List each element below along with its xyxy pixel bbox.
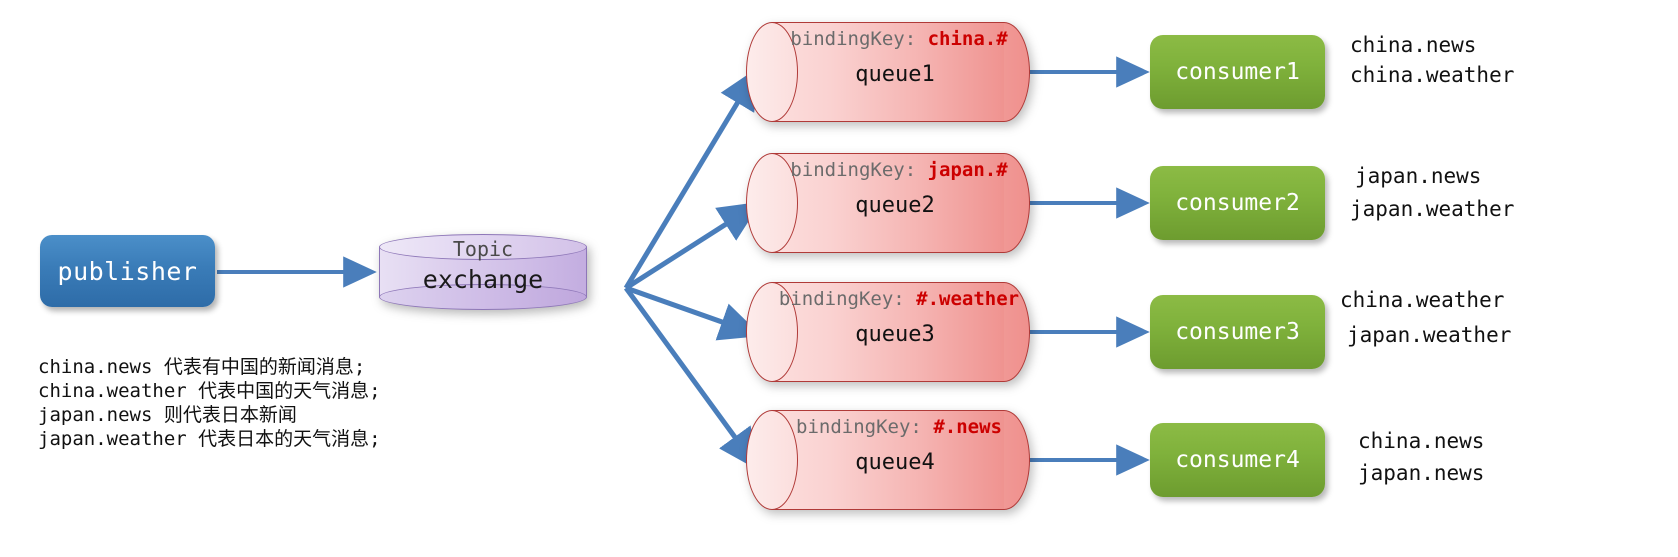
consumer-label: consumer3 bbox=[1175, 319, 1300, 345]
consumer-node-2[interactable]: consumer2 bbox=[1150, 166, 1325, 240]
queue-binding-key: bindingKey: china.# bbox=[773, 28, 1025, 50]
queue-binding-key: bindingKey: #.news bbox=[773, 416, 1025, 438]
queue-node-2[interactable]: bindingKey: japan.# queue2 bbox=[746, 153, 1030, 253]
exchange-type-label: Topic bbox=[452, 237, 514, 261]
consumer-1-routing-key-2: china.weather bbox=[1350, 63, 1515, 87]
queue-cylinder-left-cap bbox=[746, 22, 798, 122]
queue-cylinder-left-cap bbox=[746, 153, 798, 253]
binding-key-value: #.news bbox=[933, 416, 1002, 438]
queue-name: queue4 bbox=[855, 450, 935, 475]
consumer-4-routing-key-2: japan.news bbox=[1358, 461, 1485, 485]
legend: china.news 代表有中国的新闻消息; china.weather 代表中… bbox=[38, 355, 381, 451]
arrow-exchange-to-queue2 bbox=[624, 201, 762, 291]
binding-key-value: china.# bbox=[927, 28, 1008, 50]
consumer-node-1[interactable]: consumer1 bbox=[1150, 35, 1325, 109]
queue-cylinder-body bbox=[772, 153, 1004, 253]
queue-cylinder-left-cap bbox=[746, 282, 798, 382]
legend-line-2: china.weather 代表中国的天气消息; bbox=[38, 380, 381, 402]
consumer-3-routing-key-1: china.weather bbox=[1340, 288, 1505, 312]
legend-line-1: china.news 代表有中国的新闻消息; bbox=[38, 356, 366, 378]
consumer-3-routing-key-2: japan.weather bbox=[1347, 323, 1512, 347]
consumer-4-routing-key-1: china.news bbox=[1358, 429, 1485, 453]
binding-key-value: japan.# bbox=[927, 159, 1008, 181]
binding-key-label: bindingKey: bbox=[790, 28, 928, 50]
queue-binding-key: bindingKey: #.weather bbox=[773, 288, 1025, 310]
queue-node-1[interactable]: bindingKey: china.# queue1 bbox=[746, 22, 1030, 122]
consumer-node-3[interactable]: consumer3 bbox=[1150, 295, 1325, 369]
exchange-cylinder-bottom bbox=[379, 284, 587, 310]
publisher-node[interactable]: publisher bbox=[40, 235, 215, 307]
consumer-1-routing-key-1: china.news bbox=[1350, 33, 1477, 57]
queue-cylinder-body bbox=[772, 410, 1004, 510]
binding-key-value: #.weather bbox=[916, 288, 1020, 310]
consumer-label: consumer1 bbox=[1175, 59, 1300, 85]
queue-cylinder-left-cap bbox=[746, 410, 798, 510]
binding-key-label: bindingKey: bbox=[790, 159, 928, 181]
arrow-exchange-to-queue1 bbox=[623, 66, 760, 290]
exchange-label: exchange bbox=[422, 265, 544, 294]
legend-line-4: japan.weather 代表日本的天气消息; bbox=[38, 428, 381, 450]
arrow-exchange-to-queue3 bbox=[625, 285, 762, 341]
arrow-exchange-to-queue4 bbox=[623, 286, 760, 471]
exchange-node[interactable]: Topic exchange bbox=[379, 234, 587, 310]
legend-line-3: japan.news 则代表日本新闻 bbox=[38, 404, 297, 426]
publisher-label: publisher bbox=[57, 256, 198, 286]
queue-name: queue2 bbox=[855, 193, 935, 218]
consumer-node-4[interactable]: consumer4 bbox=[1150, 423, 1325, 497]
queue-cylinder-body bbox=[772, 282, 1004, 382]
consumer-2-routing-key-1: japan.news bbox=[1355, 164, 1482, 188]
queue-node-3[interactable]: bindingKey: #.weather queue3 bbox=[746, 282, 1030, 382]
queue-name: queue1 bbox=[855, 62, 935, 87]
queue-name: queue3 bbox=[855, 322, 935, 347]
queue-binding-key: bindingKey: japan.# bbox=[773, 159, 1025, 181]
queue-cylinder-body bbox=[772, 22, 1004, 122]
consumer-label: consumer2 bbox=[1175, 190, 1300, 216]
consumer-2-routing-key-2: japan.weather bbox=[1350, 197, 1515, 221]
consumer-label: consumer4 bbox=[1175, 447, 1300, 473]
queue-node-4[interactable]: bindingKey: #.news queue4 bbox=[746, 410, 1030, 510]
binding-key-label: bindingKey: bbox=[778, 288, 917, 310]
binding-key-label: bindingKey: bbox=[796, 416, 934, 438]
exchange-cylinder-top bbox=[379, 234, 587, 260]
